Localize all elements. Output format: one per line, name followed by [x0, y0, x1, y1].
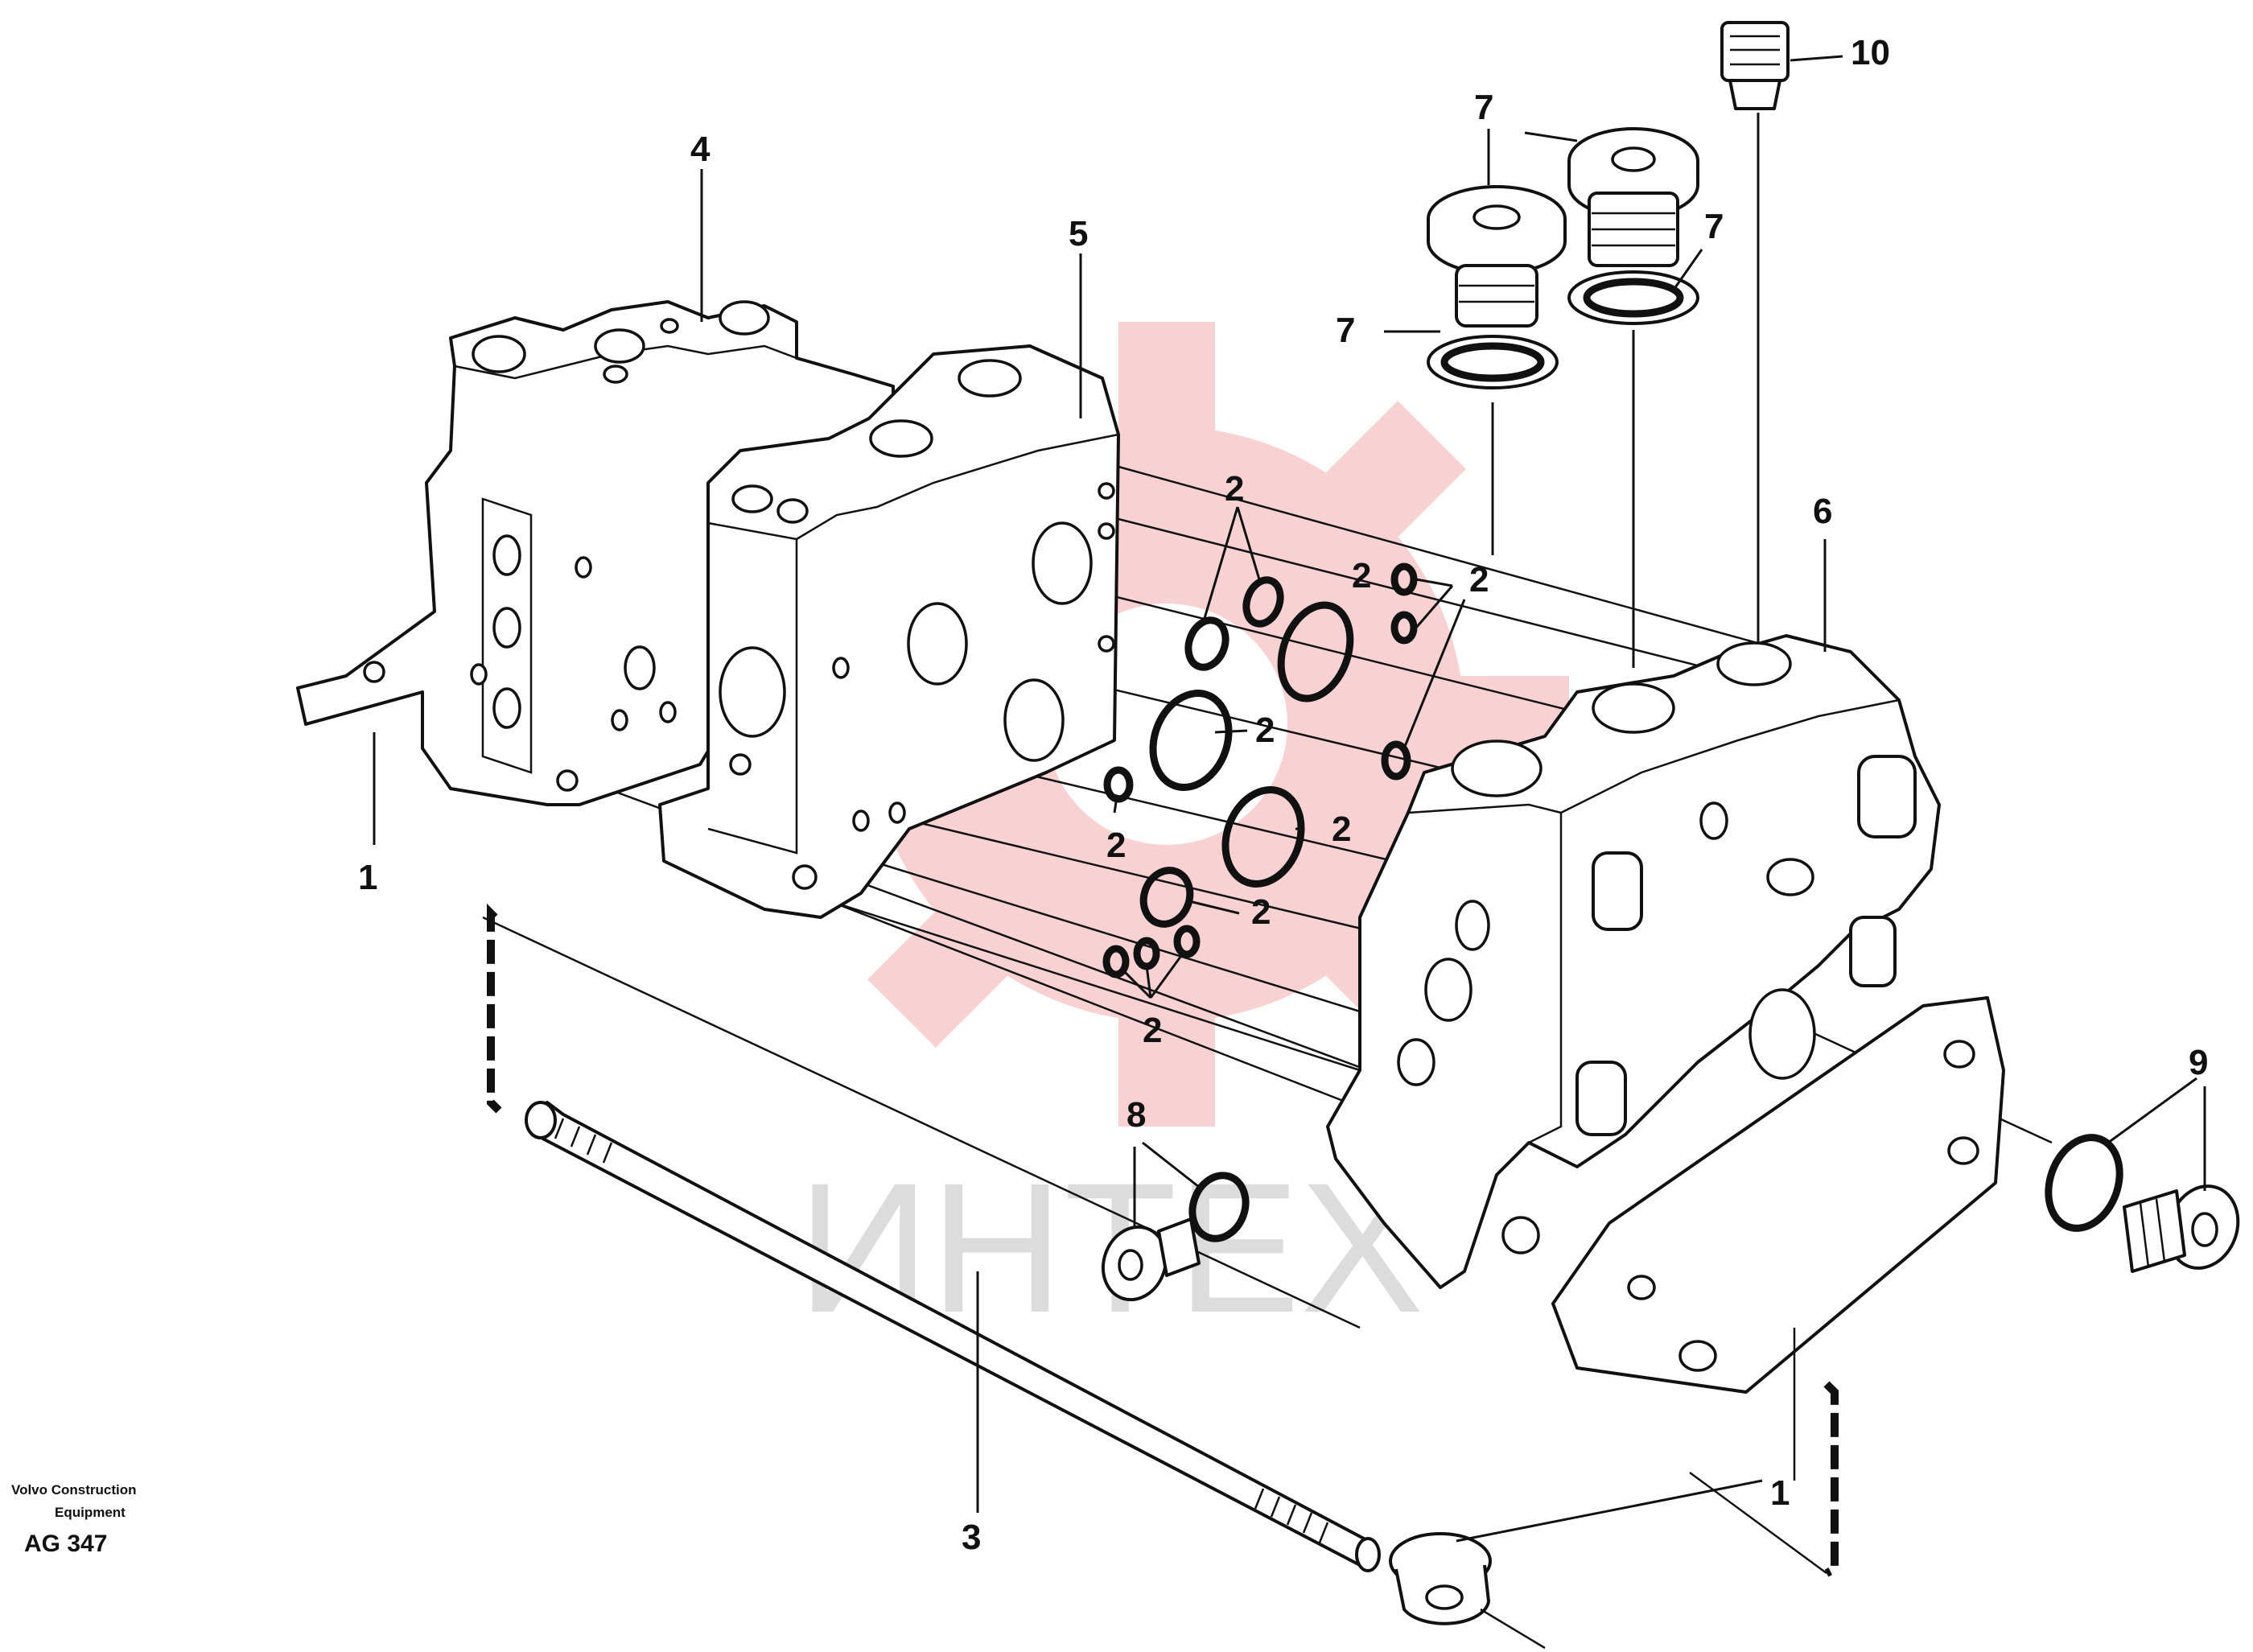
o-ring-set-part-2 — [1102, 562, 1418, 978]
credit-company: Volvo Construction — [11, 1482, 137, 1498]
callout-2-a: 2 — [1225, 469, 1244, 509]
plug-set-part-7 — [1427, 127, 1699, 668]
mounting-bracket — [1551, 996, 2005, 1394]
callout-labels: 1 1 2 2 2 2 2 2 2 2 3 4 5 6 7 7 7 8 9 10 — [358, 33, 2208, 1557]
callout-8: 8 — [1126, 1095, 1146, 1135]
valve-inlet-section — [1326, 634, 1941, 1289]
assembly-bracket-lines — [487, 903, 1839, 1577]
callout-2-g: 2 — [1143, 1011, 1162, 1050]
nut-part-1 — [1389, 1532, 1546, 1650]
callout-2-c: 2 — [1255, 711, 1275, 750]
valve-end-section — [296, 300, 895, 806]
callout-4: 4 — [690, 130, 710, 169]
callout-7-right: 7 — [1704, 207, 1724, 246]
callout-1-nut: 1 — [1770, 1473, 1790, 1513]
callout-2-e: 2 — [1332, 810, 1351, 849]
tie-rod-part-3 — [525, 1101, 1381, 1572]
callout-2-f: 2 — [1251, 892, 1271, 932]
callout-2-b: 2 — [1469, 560, 1489, 599]
plug-part-8 — [1101, 1172, 1250, 1302]
valve-middle-section — [658, 344, 1120, 919]
callout-7-left: 7 — [1336, 311, 1355, 350]
callout-6: 6 — [1813, 492, 1832, 531]
callout-1-bracket: 1 — [358, 858, 377, 897]
callout-3: 3 — [962, 1518, 981, 1557]
callout-2-d: 2 — [1106, 826, 1126, 865]
credit-company-line2: Equipment — [55, 1505, 126, 1520]
plug-part-9 — [2045, 1134, 2240, 1273]
figure-code: AG 347 — [24, 1530, 108, 1557]
callout-2-h: 2 — [1352, 556, 1371, 595]
callout-5: 5 — [1069, 214, 1088, 253]
plug-part-10 — [1720, 21, 1790, 644]
callout-9: 9 — [2189, 1043, 2208, 1082]
callout-7-top: 7 — [1474, 88, 1493, 127]
leader-lines — [373, 55, 2206, 1543]
callout-10: 10 — [1851, 33, 1890, 72]
